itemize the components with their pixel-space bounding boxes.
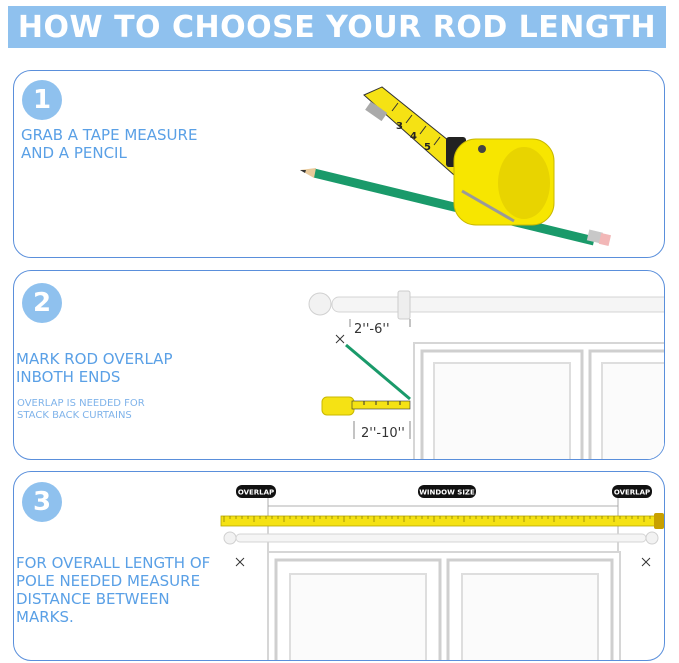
tape-measure-icon bbox=[321, 396, 411, 416]
curtain-rod-icon bbox=[223, 531, 659, 545]
window-size-tag: WINDOW SIZE bbox=[418, 485, 476, 498]
mark-x-left-icon bbox=[235, 557, 245, 567]
step-2-panel: 2 MARK ROD OVERLAP INBOTH ENDS OVERLAP I… bbox=[13, 270, 665, 460]
page-title: HOW TO CHOOSE YOUR ROD LENGTH bbox=[17, 9, 657, 45]
step-3-badge: 3 bbox=[22, 482, 62, 522]
overlap-left-tag: OVERLAP bbox=[236, 485, 276, 498]
step-3-text: FOR OVERALL LENGTH OF POLE NEEDED MEASUR… bbox=[16, 554, 211, 626]
tape-pencil-illustration: 3 4 5 bbox=[300, 86, 611, 246]
pencil-icon bbox=[345, 343, 411, 401]
tape-ticks bbox=[391, 102, 441, 146]
overlap-right-label: OVERLAP bbox=[614, 489, 650, 497]
step-1-badge: 1 bbox=[22, 80, 62, 120]
tape-measure-icon bbox=[220, 513, 664, 529]
tape-digit-4: 4 bbox=[410, 131, 417, 142]
tape-digit-5: 5 bbox=[424, 142, 431, 153]
tape-measure-icon: 3 4 5 bbox=[363, 86, 555, 226]
overlap-bottom-label: 2''-10'' bbox=[361, 426, 405, 441]
window-size-label: WINDOW SIZE bbox=[419, 489, 475, 497]
step-1-text: GRAB A TAPE MEASURE AND A PENCIL bbox=[21, 126, 198, 162]
tape-digit-3: 3 bbox=[396, 121, 403, 132]
rod-overlap-illustration: 2''-6'' 2''-10'' bbox=[308, 290, 664, 459]
overlap-top-label: 2''-6'' bbox=[354, 322, 390, 337]
step-2-badge: 2 bbox=[22, 283, 62, 323]
title-banner: HOW TO CHOOSE YOUR ROD LENGTH bbox=[8, 6, 666, 48]
curtain-rod-icon bbox=[308, 290, 664, 320]
window-measure-illustration: OVERLAP WINDOW SIZE OVERLAP bbox=[220, 485, 664, 660]
overlap-right-tag: OVERLAP bbox=[612, 485, 652, 498]
mark-x-icon bbox=[335, 334, 345, 344]
window-frame-icon bbox=[267, 551, 621, 660]
step-2-text: MARK ROD OVERLAP INBOTH ENDS bbox=[16, 350, 173, 386]
mark-x-right-icon bbox=[641, 557, 651, 567]
step-3-panel: 3 FOR OVERALL LENGTH OF POLE NEEDED MEAS… bbox=[13, 471, 665, 661]
window-frame-icon bbox=[413, 342, 664, 459]
step-2-note: OVERLAP IS NEEDED FOR STACK BACK CURTAIN… bbox=[17, 398, 145, 421]
overlap-left-label: OVERLAP bbox=[238, 489, 274, 497]
step-1-panel: 1 GRAB A TAPE MEASURE AND A PENCIL 3 4 5 bbox=[13, 70, 665, 258]
